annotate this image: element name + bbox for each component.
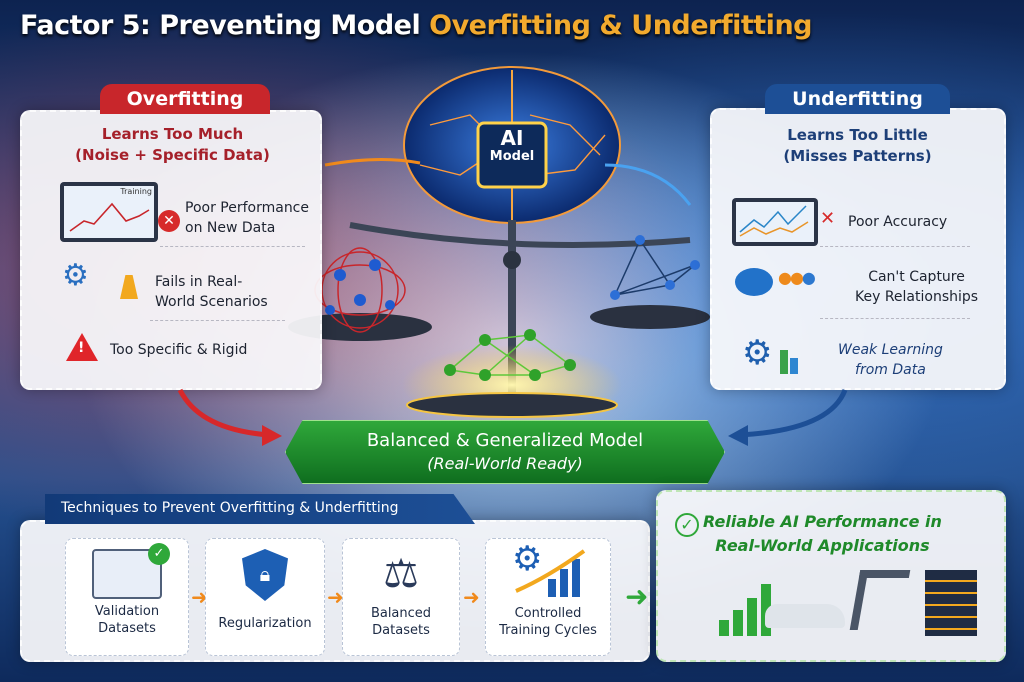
- underfitting-subtitle: Learns Too Little(Misses Patterns): [783, 126, 932, 165]
- overfitting-item: Too Specific & Rigid: [110, 342, 248, 358]
- flow-arrows: [177, 388, 848, 446]
- applications-illustration: [715, 570, 995, 640]
- scale-base: [406, 392, 618, 418]
- overfitting-tab: Overfitting: [100, 84, 270, 114]
- shield-lock-icon: 🔒︎: [242, 549, 288, 601]
- left-pan: [288, 313, 432, 341]
- scattered-dots-icon: ●●●: [778, 268, 816, 287]
- underfitting-tab: Underfitting: [765, 84, 950, 114]
- overfitting-subtitle: Learns Too Much(Noise + Specific Data): [75, 125, 270, 164]
- warning-icon: [66, 333, 98, 361]
- underfitting-item: Poor Accuracy: [848, 214, 948, 230]
- page-title: Factor 5: Preventing Model Overfitting &…: [20, 10, 812, 41]
- training-monitor-icon: Training: [60, 182, 158, 242]
- x-circle-icon: ✕: [158, 210, 180, 232]
- arrow-right-icon: ➜: [327, 585, 344, 609]
- accuracy-monitor-icon: [732, 198, 818, 246]
- underfitting-panel: [710, 108, 1006, 390]
- clipboard-check-icon: ✓: [92, 543, 170, 599]
- cone-icon: [120, 275, 138, 299]
- overfitting-item: Fails in Real-World Scenarios: [155, 274, 268, 310]
- blue-arrow-icon: [739, 389, 848, 438]
- robot-arm-icon: ⚙: [62, 258, 89, 293]
- green-arrow-icon: ➜: [625, 580, 649, 613]
- technique-card-regularization[interactable]: 🔒︎ Regularization: [205, 538, 325, 656]
- scale-illustration: [288, 66, 710, 425]
- growth-chart-icon: ⚙: [508, 542, 588, 601]
- right-pan: [590, 305, 710, 329]
- robot-icon: [735, 268, 773, 296]
- arrow-right-icon: ➜: [463, 585, 480, 609]
- red-arrow-icon: [177, 388, 271, 438]
- robot-arm-icon: [849, 570, 911, 630]
- balance-scale-icon: ⚖: [383, 551, 419, 597]
- car-icon: [765, 604, 845, 628]
- arrow-right-icon: ➜: [191, 585, 208, 609]
- x-icon: ✕: [820, 208, 836, 229]
- ai-chip-icon: [476, 121, 548, 189]
- gear-chart-icon: ⚙: [742, 333, 773, 373]
- server-rack-icon: [925, 570, 977, 636]
- check-circle-icon: ✓: [675, 513, 699, 537]
- balanced-model-banner: Balanced & Generalized Model (Real-World…: [285, 420, 725, 484]
- techniques-tab: Techniques to Prevent Overfitting & Unde…: [45, 494, 475, 524]
